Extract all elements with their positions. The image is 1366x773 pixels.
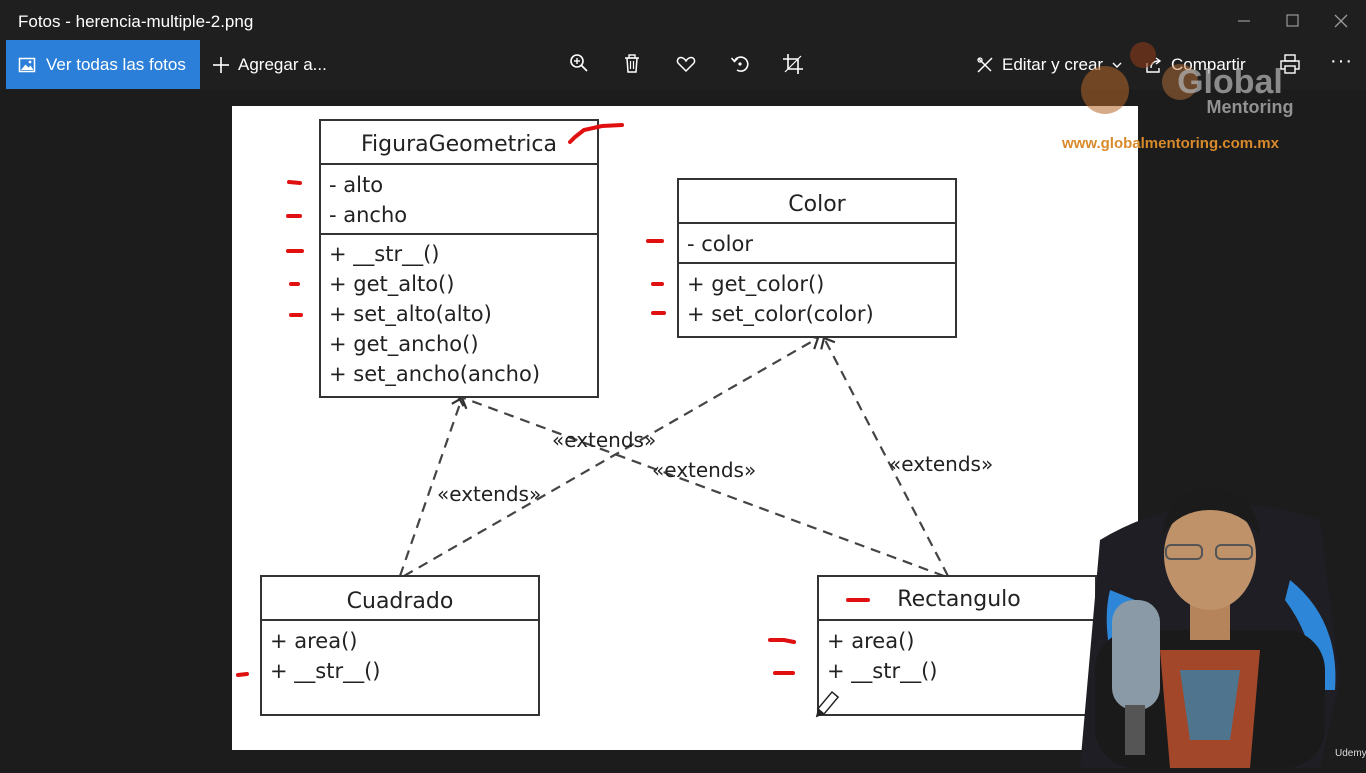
more-options-icon[interactable]: ··· (1330, 50, 1353, 72)
chevron-down-icon (1112, 62, 1122, 68)
class-figurageometrica: FiguraGeometrica - alto - ancho + __str_… (319, 119, 599, 398)
view-all-photos-label: Ver todas las fotos (46, 54, 186, 74)
class-rectangulo: Rectangulo + area() + __str__() (817, 575, 1097, 716)
method: + set_alto(alto) (329, 302, 492, 327)
edit-create-label: Editar y crear (1002, 54, 1104, 74)
title-bar: Fotos - herencia-multiple-2.png (0, 0, 1366, 40)
crop-icon[interactable] (781, 52, 805, 76)
rotate-icon[interactable] (728, 52, 752, 76)
print-icon[interactable] (1278, 52, 1302, 76)
microphone (1112, 600, 1160, 710)
method: + __str__() (270, 659, 380, 684)
zoom-in-icon[interactable] (567, 52, 591, 76)
attribute: - alto (329, 173, 383, 197)
photo-canvas: «extends» «extends» «extends» «extends» … (232, 106, 1138, 750)
plus-icon (213, 56, 229, 73)
uml-diagram: «extends» «extends» «extends» «extends» … (236, 119, 1097, 718)
class-name: Cuadrado (347, 589, 454, 614)
class-color: Color - color + get_color() + set_color(… (677, 178, 957, 338)
extends-label: «extends» (652, 458, 756, 482)
method: + area() (827, 629, 915, 653)
method: + area() (270, 629, 358, 653)
method: + get_alto() (329, 272, 454, 297)
class-name: Color (788, 192, 846, 217)
watermark-brand-top: Global (1177, 63, 1283, 101)
extends-label: «extends» (437, 482, 541, 506)
extends-label: «extends» (889, 452, 993, 476)
add-to-label: Agregar a... (238, 54, 327, 74)
edit-create-button[interactable]: Editar y crear (976, 40, 1123, 89)
udemy-badge: Udemy (1335, 748, 1366, 759)
heart-icon[interactable] (674, 52, 698, 76)
method: + get_ancho() (329, 332, 479, 357)
webcam-overlay: Udemy (1040, 480, 1366, 768)
maximize-icon[interactable] (1280, 10, 1304, 32)
method: + __str__() (329, 242, 439, 267)
class-name: FiguraGeometrica (361, 132, 557, 157)
watermark-brand-bottom: Mentoring (1207, 97, 1294, 117)
close-icon[interactable] (1329, 10, 1353, 32)
photos-icon (18, 57, 36, 72)
watermark-url: www.globalmentoring.com.mx (1061, 135, 1280, 152)
pen-cursor-icon (815, 690, 840, 718)
method: + set_color(color) (687, 302, 874, 327)
class-cuadrado: Cuadrado + area() + __str__() (260, 575, 540, 716)
attribute: - color (687, 232, 753, 256)
delete-icon[interactable] (620, 52, 644, 76)
globe-icon (1081, 66, 1129, 114)
edit-create-icon (977, 56, 993, 73)
extends-label: «extends» (552, 428, 656, 452)
person-head (1164, 500, 1256, 610)
class-name: Rectangulo (897, 587, 1020, 612)
relation-line (456, 390, 945, 578)
method: + get_color() (687, 272, 824, 297)
method: + __str__() (827, 659, 937, 684)
attribute: - ancho (329, 203, 407, 227)
window-title: Fotos - herencia-multiple-2.png (18, 12, 254, 31)
share-label: Compartir (1171, 54, 1246, 74)
view-all-photos-button[interactable]: Ver todas las fotos (6, 40, 200, 89)
relation-line (820, 336, 949, 577)
relation-line (398, 396, 468, 577)
add-to-button[interactable]: Agregar a... (212, 40, 327, 89)
global-mentoring-watermark: Global Mentoring www.globalmentoring.com… (1060, 40, 1310, 155)
method: + set_ancho(ancho) (329, 362, 540, 387)
relation-line (403, 334, 820, 577)
minimize-icon[interactable] (1232, 10, 1256, 32)
annotation-marks (236, 123, 870, 677)
